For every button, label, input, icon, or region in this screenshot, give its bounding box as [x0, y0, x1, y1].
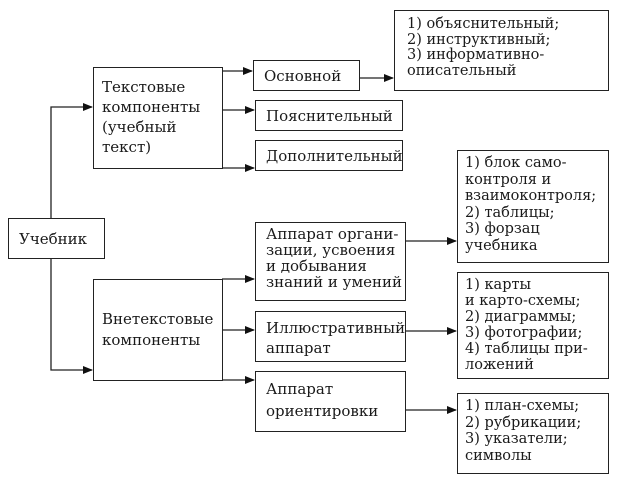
node-label-line: текст) [102, 138, 152, 156]
detail-line: 1) блок само- [465, 155, 567, 171]
node-label-line: Иллюстративный [266, 319, 406, 337]
illustrativny-apparat-node: Иллюстративный аппарат [255, 311, 406, 362]
node-label-line: Пояснительный [266, 106, 393, 125]
detail-line: 3) форзац [465, 221, 540, 237]
node-label-line: зации, усвоения [266, 241, 396, 259]
node-label-line: аппарат [266, 339, 331, 357]
poyasnitelny-node: Пояснительный [255, 100, 403, 131]
text-components-node: Текстовые компоненты (учебный текст) [93, 67, 223, 169]
apparat-organizacii-details: 1) блок само- контроля и взаимоконтроля;… [457, 150, 609, 263]
detail-line: ложений [465, 357, 534, 373]
apparat-orientirovki-node: Аппарат ориентировки [255, 371, 406, 432]
node-label-line: Аппарат [266, 380, 334, 398]
node-label-line: Основной [264, 66, 342, 85]
detail-line: описательный [407, 62, 517, 79]
node-label-line: Текстовые [102, 78, 186, 96]
node-label-line: Дополнительный [266, 146, 403, 165]
edge-root-text [50, 103, 93, 218]
detail-line: 3) указатели; [465, 431, 568, 447]
detail-line: 1) карты [465, 277, 532, 293]
node-label-line: компоненты [102, 331, 201, 349]
detail-line: контроля и [465, 171, 552, 188]
edge-root-extratext [50, 258, 93, 374]
detail-line: 1) объяснительный; [407, 16, 560, 32]
dopolnitelny-node: Дополнительный [255, 140, 403, 171]
node-label-line: ориентировки [266, 402, 379, 420]
detail-line: 3) фотографии; [465, 325, 583, 341]
detail-line: 2) рубрикации; [465, 414, 582, 431]
detail-line: 2) инструктивный; [407, 31, 551, 48]
detail-line: учебника [465, 237, 538, 254]
detail-line: символы [465, 447, 532, 464]
node-label-line: компоненты [102, 98, 201, 116]
node-label-line: Внетекстовые [102, 310, 214, 328]
detail-line: и карто-схемы; [465, 293, 581, 309]
detail-line: 2) диаграммы; [465, 309, 577, 325]
detail-line: 3) информативно- [407, 47, 545, 63]
osnovnoy-details: 1) объяснительный; 2) инструктивный; 3) … [394, 10, 609, 91]
node-label-line: знаний и умений [266, 273, 403, 291]
illustrativny-apparat-details: 1) карты и карто-схемы; 2) диаграммы; 3)… [457, 272, 609, 379]
apparat-orientirovki-details: 1) план-схемы; 2) рубрикации; 3) указате… [457, 393, 609, 474]
detail-line: взаимоконтроля; [465, 188, 597, 204]
node-label-line: (учебный [102, 118, 177, 136]
detail-line: 4) таблицы при- [465, 341, 588, 357]
apparat-organizacii-node: Аппарат органи- зации, усвоения и добыва… [255, 222, 406, 301]
detail-line: 1) план-схемы; [465, 398, 580, 414]
root-node: Учебник [8, 218, 105, 259]
detail-line: 2) таблицы; [465, 204, 555, 221]
root-label: Учебник [19, 229, 88, 248]
node-label-line: и добывания [266, 257, 367, 275]
node-label-line: Аппарат органи- [266, 225, 399, 243]
osnovnoy-node: Основной [253, 60, 360, 91]
extratext-components-node: Внетекстовые компоненты [93, 279, 223, 381]
